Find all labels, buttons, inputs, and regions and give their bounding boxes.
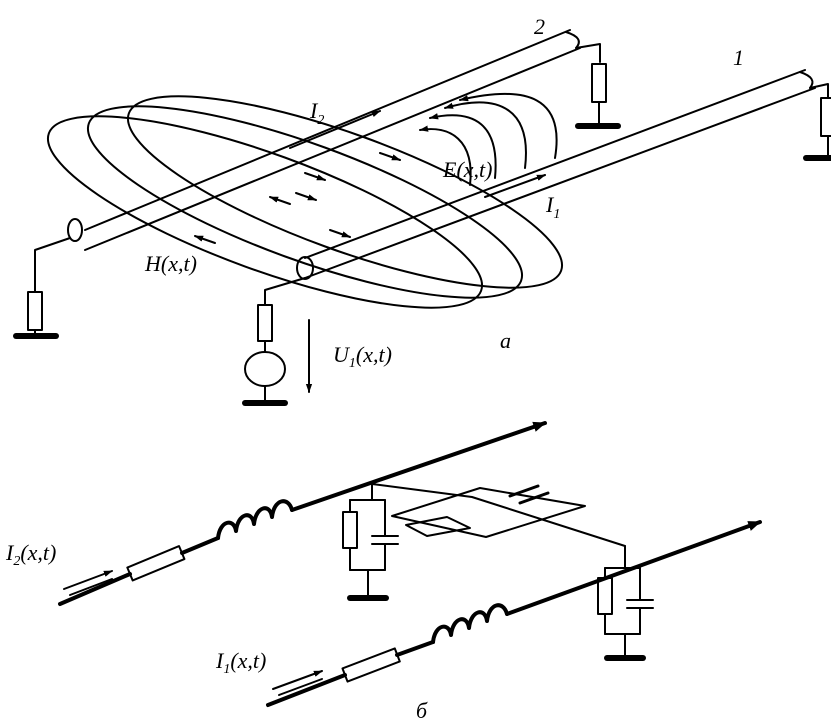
voltage-argument: (x,t) (356, 342, 392, 367)
magnetic-field-label: H(x,t) (144, 251, 197, 276)
current-1-input-arrow (272, 670, 323, 696)
line-2-label: 2 (534, 14, 545, 39)
panel-b-caption: б (416, 698, 428, 722)
line-1-load-resistor (803, 97, 831, 161)
current-2-input-symbol: I (5, 540, 15, 565)
line-1-equivalent (266, 520, 762, 707)
magnetic-field-loops (46, 95, 564, 309)
line-1-shunt-branch (597, 545, 654, 661)
current-1-arrow (484, 174, 546, 198)
panel-a-diagram: 2 1 I2 E(x,t) I1 H(x,t) U1(x,t) а (13, 14, 831, 406)
voltage-symbol: U (333, 342, 351, 367)
line-2-load-resistor (575, 63, 621, 129)
line-2-conductor (84, 29, 601, 251)
current-1-input-symbol: I (215, 648, 225, 673)
line-2-shunt-capacitor (371, 535, 399, 545)
line-1-label: 1 (733, 45, 744, 70)
voltage-source (242, 351, 288, 406)
current-1-input-subscript: 1 (223, 662, 230, 677)
current-2-symbol: I (309, 98, 319, 123)
current-2-arrow (289, 110, 381, 149)
line-1-shunt-capacitor (626, 599, 654, 609)
current-2-input-label: I2(x,t) (5, 540, 56, 569)
voltage-subscript: 1 (349, 356, 356, 371)
line-1-conductor (296, 69, 829, 280)
line-2-shunt-resistor (342, 511, 358, 549)
panel-b-diagram: I2(x,t) I1(x,t) б (5, 421, 762, 722)
current-1-subscript: 1 (553, 207, 560, 222)
line-2-inductor (216, 499, 294, 540)
current-2-subscript: 2 (317, 113, 324, 128)
line-1-source-branch (257, 277, 306, 353)
current-2-input-argument: (x,t) (20, 540, 56, 565)
magnetic-field-arrows (194, 152, 401, 244)
line-1-shunt-resistor (597, 577, 613, 615)
current-2-label: I2 (309, 98, 324, 128)
electric-field-lines (419, 93, 558, 186)
current-1-label: I1 (545, 192, 560, 222)
current-1-symbol: I (545, 192, 555, 217)
line-1-inductor (431, 603, 509, 644)
current-1-input-label: I1(x,t) (215, 648, 266, 677)
line-2-equivalent (58, 421, 547, 606)
electric-field-label: E(x,t) (442, 157, 492, 182)
current-2-input-arrow (63, 570, 113, 596)
line-2-shunt-branch (342, 483, 399, 601)
panel-a-caption: а (500, 328, 511, 353)
current-2-input-subscript: 2 (13, 554, 20, 569)
current-1-input-argument: (x,t) (230, 648, 266, 673)
mutual-coupling-network (371, 483, 626, 547)
voltage-label: U1(x,t) (333, 342, 392, 371)
line-2-near-end (13, 218, 83, 339)
